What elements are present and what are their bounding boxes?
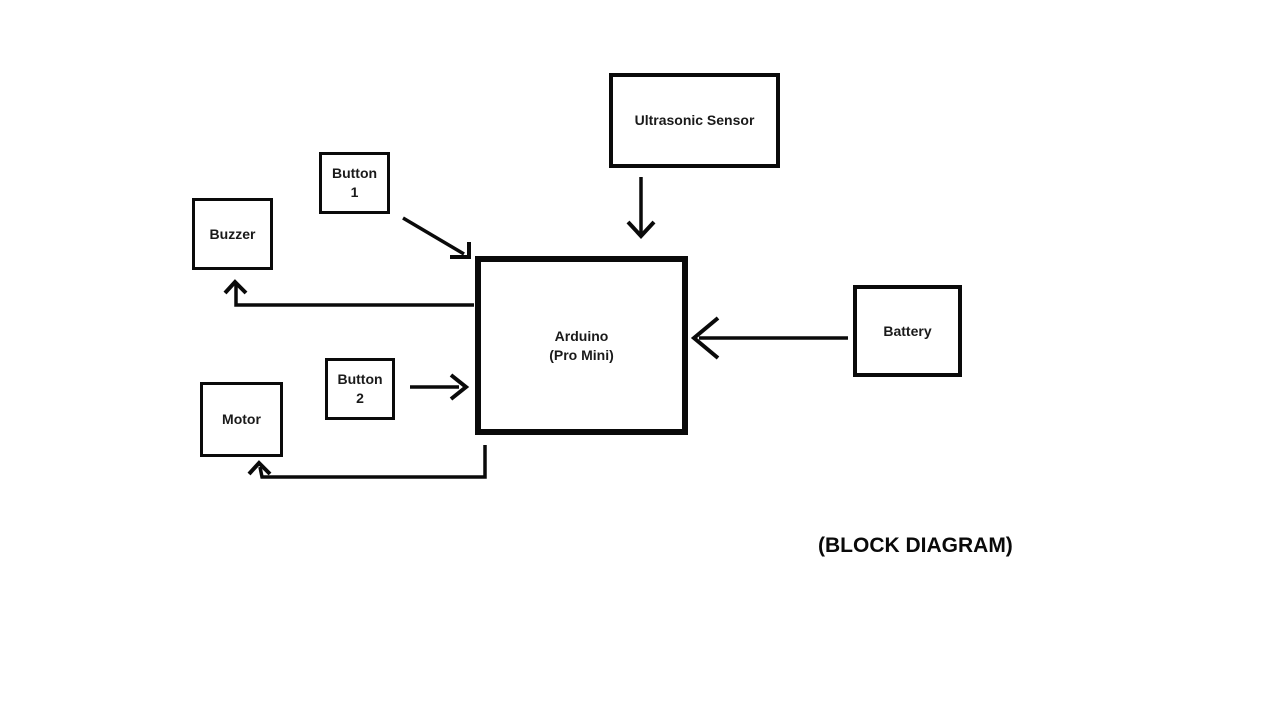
arrow-arduino-to-buzzer [223,279,474,307]
block-motor: Motor [200,382,283,457]
block-battery-label: Battery [883,322,932,339]
block-arduino-label-line2: (Pro Mini) [549,346,614,363]
block-button-1: Button 1 [319,152,390,214]
arrow-battery-to-arduino [690,316,848,360]
block-button-2: Button 2 [325,358,395,420]
arrow-button1-to-arduino [402,216,471,259]
block-buzzer: Buzzer [192,198,273,270]
block-button-2-label-line2: 2 [356,390,364,406]
arrow-ultrasonic-to-arduino [626,177,656,239]
block-battery: Battery [853,285,962,377]
block-button-1-label-line1: Button [331,165,378,181]
block-button-1-label-line2: 1 [350,184,359,200]
block-buzzer-label: Buzzer [209,225,256,242]
block-ultrasonic-sensor: Ultrasonic Sensor [609,73,780,168]
block-ultrasonic-sensor-label: Ultrasonic Sensor [634,112,755,128]
arrow-arduino-to-motor [247,445,487,479]
arrow-button2-to-arduino [410,373,470,401]
block-arduino-label-line1: Arduino [554,327,609,344]
block-motor-label: Motor [222,411,261,427]
diagram-caption: (BLOCK DIAGRAM) [818,534,1013,557]
block-button-2-label-line1: Button [337,371,383,387]
block-arduino-pro-mini: Arduino (Pro Mini) [475,256,688,435]
